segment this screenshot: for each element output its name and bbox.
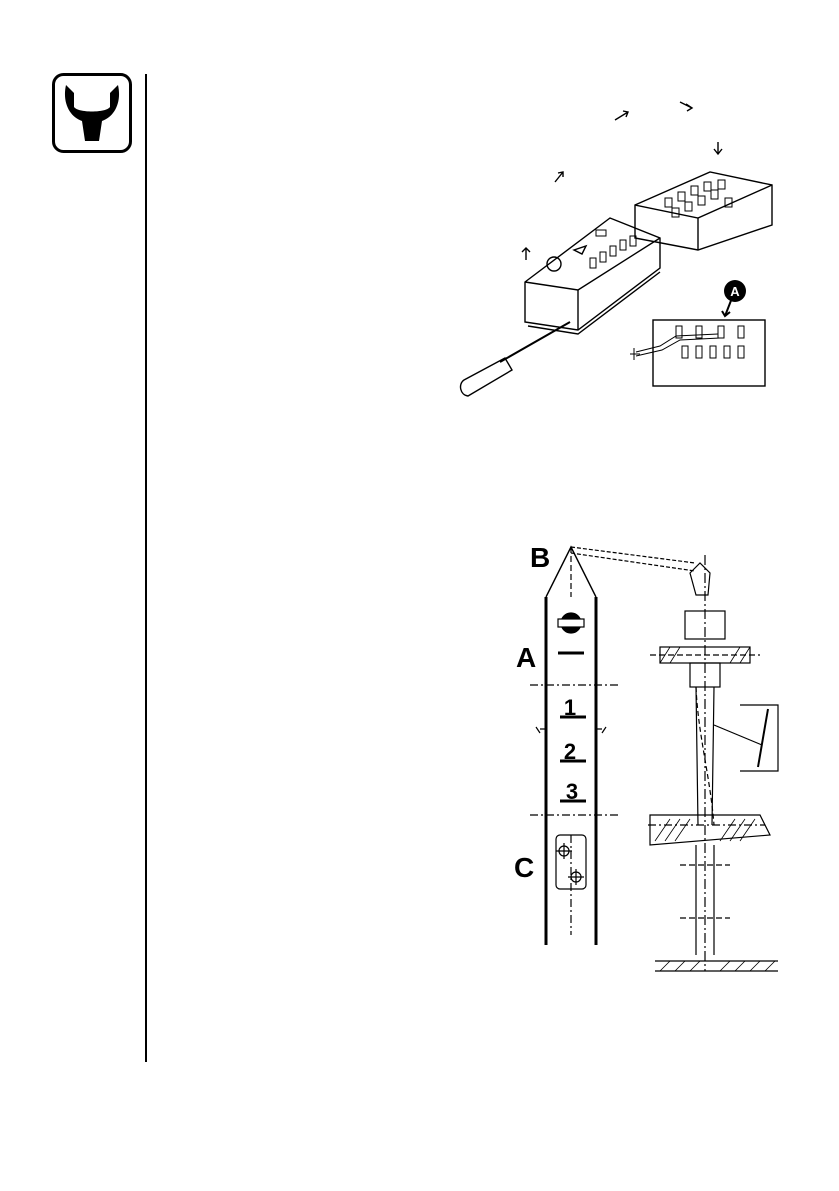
step-1-label: 1 [564, 695, 576, 720]
wrench-icon [52, 73, 132, 153]
margin-rule [145, 74, 147, 1062]
terminal-box-figure: A [450, 90, 790, 410]
step-3-label: 3 [566, 779, 578, 804]
step-2-label: 2 [564, 739, 576, 764]
shaft-adjustment-figure: B A C 1 2 3 [500, 535, 790, 975]
label-b: B [530, 542, 550, 573]
label-c: C [514, 852, 534, 883]
callout-a-top: A [730, 284, 740, 299]
label-a: A [516, 642, 536, 673]
